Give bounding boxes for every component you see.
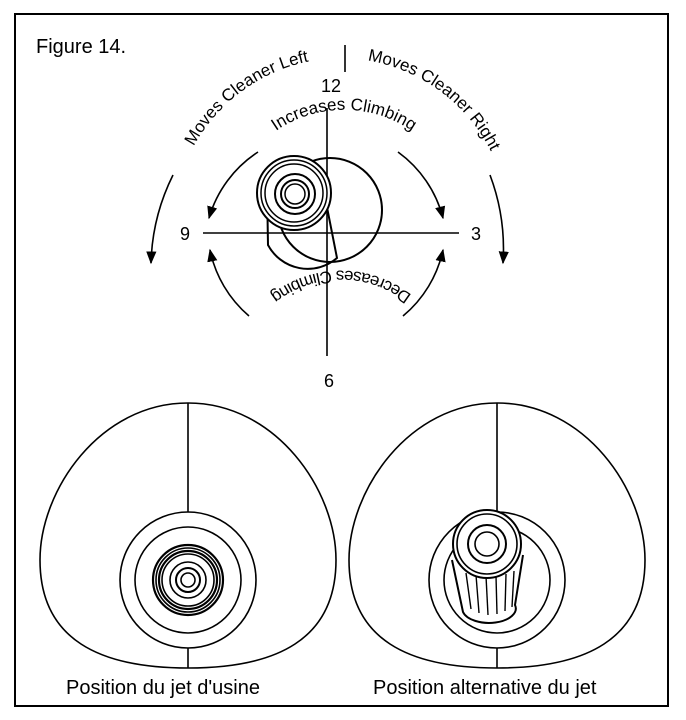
caption-alternative-position: Position alternative du jet — [373, 677, 597, 699]
figure-frame — [14, 13, 669, 707]
dial-label-6: 6 — [324, 371, 334, 391]
direction-arrows — [146, 151, 509, 317]
arc-label-increases: Increases Climbing — [268, 95, 421, 135]
nozzle-tilted — [256, 155, 383, 270]
caption-factory-position: Position du jet d'usine — [66, 677, 260, 699]
egg-factory — [39, 402, 337, 669]
dial-label-12: 12 — [321, 76, 341, 96]
arc-label-decreases: Decreases Climbing — [268, 267, 414, 308]
egg-alternative — [348, 402, 646, 669]
figure-title: Figure 14. — [36, 36, 127, 58]
arc-label-moves-left: Moves Cleaner Left — [181, 47, 310, 149]
dial-label-3: 3 — [471, 224, 481, 244]
arc-label-moves-right: Moves Cleaner Right — [367, 46, 505, 154]
dial-label-9: 9 — [180, 224, 190, 244]
dial-crosshair — [203, 45, 459, 356]
